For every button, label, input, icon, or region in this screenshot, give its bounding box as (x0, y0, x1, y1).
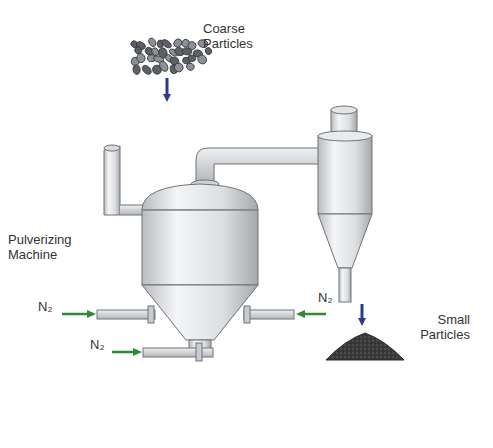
nitrogen-inlet (97, 306, 294, 361)
nitrogen-arrow (300, 313, 326, 316)
coarse-particle (185, 62, 195, 72)
coarse-particles-label: Coarse Particles (203, 22, 275, 52)
coarse-particle (147, 37, 157, 48)
pulverizing-machine (142, 184, 258, 350)
coarse-particle (173, 61, 185, 73)
feed-pipe-joint (120, 205, 145, 215)
output-arrow (361, 304, 364, 322)
feed-pipe (104, 146, 120, 215)
coarse-particle (182, 47, 192, 55)
coarse-particle (158, 60, 170, 73)
feed-arrow (166, 78, 169, 98)
coarse-particle (136, 53, 146, 64)
coarse-particle (141, 64, 153, 76)
nitrogen-arrow (62, 313, 92, 316)
nitrogen-label: N₂ (318, 291, 342, 306)
pulverizing-machine-label: Pulverizing Machine (8, 233, 88, 263)
nitrogen-label: N₂ (38, 300, 62, 315)
coarse-particle (132, 64, 140, 75)
coarse-particle (188, 55, 196, 62)
cyclone-separator (318, 106, 372, 302)
small-particles (326, 333, 404, 360)
coarse-particles (130, 37, 213, 76)
small-particles-label: Small Particles (408, 313, 470, 343)
nitrogen-arrow (112, 351, 138, 354)
nitrogen-label: N₂ (90, 338, 114, 353)
coarse-particle (196, 53, 208, 65)
